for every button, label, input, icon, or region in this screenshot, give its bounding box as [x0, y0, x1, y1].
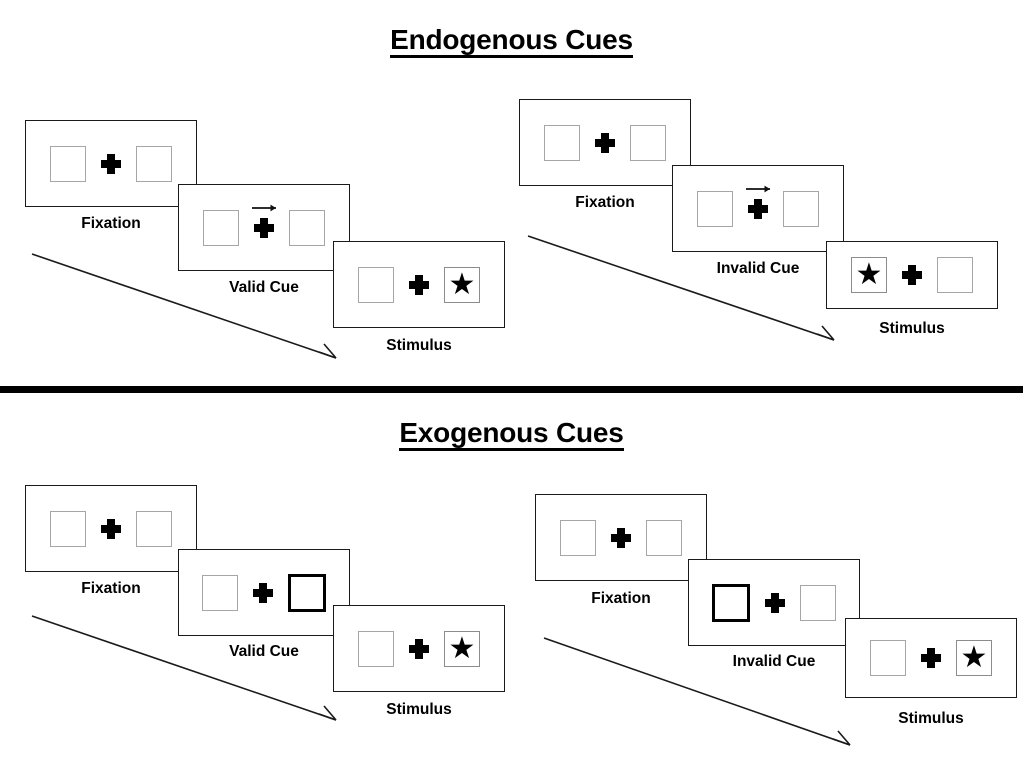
fixation-cross-icon: [252, 204, 276, 239]
frame-label-endogenous-valid-cue: Valid Cue: [229, 279, 299, 296]
star-target-icon: ★: [448, 631, 476, 665]
fixation-cross-icon: [252, 582, 274, 604]
trial-frame-exogenous-valid-cue: [178, 549, 350, 636]
right-placeholder-box: [289, 209, 325, 246]
star-target-icon: ★: [448, 267, 476, 301]
fixation-cross-icon: [100, 518, 122, 540]
frame-label-endogenous-invalid-fixation: Fixation: [575, 194, 635, 211]
arrow-right-icon: [252, 204, 276, 211]
fixation-cross-icon: [408, 638, 430, 660]
time-flow-arrow-exogenous-valid: [31, 615, 337, 721]
fixation-cross-icon: [610, 527, 632, 549]
trial-frame-endogenous-invalid-fixation: [519, 99, 691, 186]
right-placeholder-box: [937, 257, 973, 293]
left-placeholder-box: [560, 519, 596, 556]
left-placeholder-box: [203, 209, 239, 246]
section-title-exogenous-text: Exogenous Cues: [399, 418, 624, 452]
right-target-box: ★: [444, 630, 480, 667]
left-placeholder-box: [358, 630, 394, 667]
trial-frame-endogenous-valid-stimulus: ★: [333, 241, 505, 328]
fixation-cross-icon: [408, 274, 430, 296]
star-target-icon: ★: [855, 258, 883, 291]
frame-label-exogenous-valid-fixation: Fixation: [81, 580, 141, 597]
star-target-icon: ★: [960, 641, 988, 674]
left-target-box: ★: [851, 257, 887, 293]
trial-frame-exogenous-invalid-cue: [688, 559, 860, 646]
left-placeholder-box: [50, 145, 86, 182]
right-placeholder-box: [630, 124, 666, 161]
fixation-cross-icon: [764, 592, 786, 614]
trial-frame-exogenous-invalid-stimulus: ★: [845, 618, 1017, 698]
section-title-endogenous: Endogenous Cues: [0, 24, 1023, 59]
fixation-cross-icon: [100, 153, 122, 175]
left-cue-box-highlighted: [712, 583, 750, 622]
trial-frame-exogenous-invalid-fixation: [535, 494, 707, 581]
time-flow-arrow-endogenous-valid: [31, 253, 337, 359]
section-title-endogenous-text: Endogenous Cues: [390, 25, 633, 59]
right-target-box: ★: [444, 266, 480, 303]
trial-frame-endogenous-invalid-cue: [672, 165, 844, 252]
frame-label-exogenous-invalid-cue: Invalid Cue: [732, 653, 816, 670]
right-placeholder-box: [136, 510, 172, 547]
right-cue-box-highlighted: [288, 573, 326, 612]
section-divider: [0, 386, 1023, 393]
right-placeholder-box: [646, 519, 682, 556]
right-placeholder-box: [136, 145, 172, 182]
trial-frame-endogenous-valid-fixation: [25, 120, 197, 207]
left-placeholder-box: [358, 266, 394, 303]
fixation-cross-icon: [901, 264, 923, 286]
frame-label-endogenous-valid-fixation: Fixation: [81, 215, 141, 232]
fixation-cross-icon: [920, 647, 942, 669]
section-title-exogenous: Exogenous Cues: [0, 417, 1023, 452]
frame-label-endogenous-invalid-cue: Invalid Cue: [716, 260, 800, 277]
fixation-cross-icon: [594, 132, 616, 154]
time-flow-arrow-endogenous-invalid: [527, 235, 835, 341]
left-placeholder-box: [544, 124, 580, 161]
arrow-right-icon: [746, 185, 770, 192]
left-placeholder-box: [50, 510, 86, 547]
frame-label-exogenous-valid-stimulus: Stimulus: [386, 701, 452, 718]
frame-label-exogenous-invalid-stimulus: Stimulus: [898, 710, 964, 727]
trial-frame-endogenous-valid-cue: [178, 184, 350, 271]
frame-label-endogenous-invalid-stimulus: Stimulus: [879, 320, 945, 337]
frame-label-exogenous-invalid-fixation: Fixation: [591, 590, 651, 607]
trial-frame-exogenous-valid-stimulus: ★: [333, 605, 505, 692]
fixation-cross-icon: [746, 185, 770, 220]
left-placeholder-box: [202, 574, 238, 611]
frame-label-endogenous-valid-stimulus: Stimulus: [386, 337, 452, 354]
right-placeholder-box: [800, 584, 836, 621]
time-flow-arrow-exogenous-invalid: [543, 637, 851, 746]
trial-frame-endogenous-invalid-stimulus: ★: [826, 241, 998, 309]
left-placeholder-box: [697, 190, 733, 227]
right-placeholder-box: [783, 190, 819, 227]
right-target-box: ★: [956, 640, 992, 676]
left-placeholder-box: [870, 640, 906, 676]
trial-frame-exogenous-valid-fixation: [25, 485, 197, 572]
frame-label-exogenous-valid-cue: Valid Cue: [229, 643, 299, 660]
